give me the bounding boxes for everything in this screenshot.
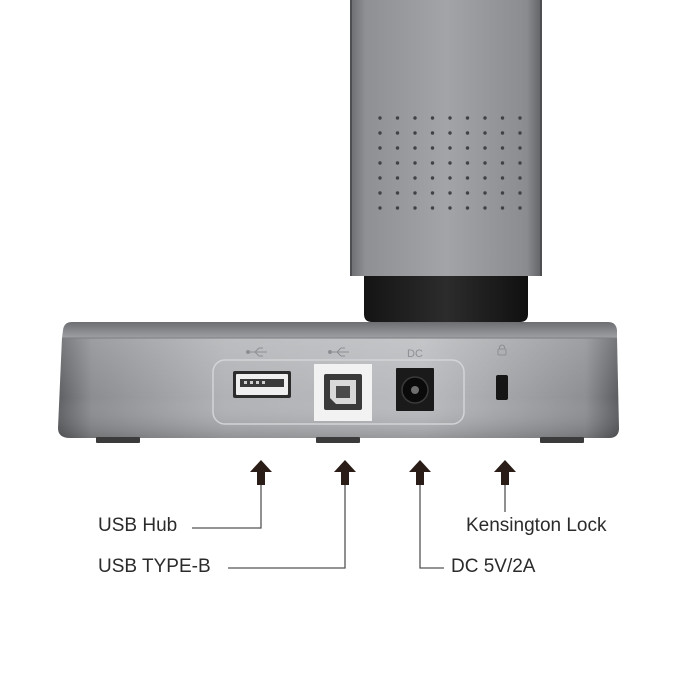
- dc-marking: DC: [407, 348, 423, 360]
- usb-trident-icon: [246, 347, 267, 357]
- grille-hole: [500, 206, 505, 210]
- grille-hole: [395, 176, 400, 180]
- grille-hole: [413, 206, 417, 210]
- grille-hole: [413, 146, 417, 150]
- grille-hole: [413, 131, 417, 135]
- grille-hole: [413, 176, 417, 180]
- grille-hole: [483, 161, 487, 165]
- leader-line-usb-hub: [192, 485, 262, 529]
- grille-hole: [430, 191, 435, 195]
- grille-hole: [395, 131, 400, 135]
- usb-trident-icon: [328, 347, 349, 357]
- grille-hole: [448, 161, 452, 165]
- grille-hole: [395, 146, 400, 150]
- grille-hole: [483, 116, 487, 120]
- kensington-lock-label: Kensington Lock: [466, 515, 607, 536]
- arrow-kensington: [494, 460, 516, 485]
- grille-hole: [518, 206, 522, 210]
- device-arm: [350, 0, 542, 276]
- grille-hole: [465, 161, 470, 165]
- grille-hole: [500, 191, 505, 195]
- grille-hole: [448, 131, 452, 135]
- grille-hole: [448, 146, 452, 150]
- grille-hole: [430, 131, 435, 135]
- dc-power-label: DC 5V/2A: [451, 556, 536, 577]
- grille-hole: [500, 161, 505, 165]
- grille-hole: [465, 191, 470, 195]
- grille-hole: [483, 131, 487, 135]
- grille-hole: [430, 116, 435, 120]
- grille-hole: [483, 146, 487, 150]
- usb-type-b-label: USB TYPE-B: [98, 556, 211, 577]
- grille-hole: [500, 176, 505, 180]
- foot: [540, 437, 584, 443]
- grille-hole: [378, 146, 382, 150]
- foot: [96, 437, 140, 443]
- grille-hole: [518, 191, 522, 195]
- grille-hole: [395, 116, 400, 120]
- grille-hole: [465, 206, 470, 210]
- usb-type-b-port: [314, 364, 372, 421]
- grille-hole: [378, 191, 382, 195]
- leader-lines: [192, 485, 506, 569]
- grille-hole: [483, 176, 487, 180]
- device-base: DC: [58, 322, 619, 443]
- grille-hole: [395, 191, 400, 195]
- dc-power-port: [396, 368, 434, 411]
- usb-hub-port: [233, 371, 291, 398]
- arrow-usb-hub: [250, 460, 272, 485]
- grille-hole: [448, 116, 452, 120]
- lock-icon: [497, 344, 507, 356]
- grille-hole: [378, 161, 382, 165]
- speaker-grille: [378, 116, 522, 210]
- grille-hole: [378, 176, 382, 180]
- grille-hole: [500, 131, 505, 135]
- grille-hole: [395, 161, 400, 165]
- grille-hole: [413, 191, 417, 195]
- grille-hole: [483, 191, 487, 195]
- arrow-usb-type-b: [334, 460, 356, 485]
- grille-hole: [378, 131, 382, 135]
- grille-hole: [378, 206, 382, 210]
- leader-line-dc: [419, 485, 444, 569]
- grille-hole: [395, 206, 400, 210]
- grille-hole: [518, 176, 522, 180]
- grille-hole: [518, 161, 522, 165]
- leader-line-usb-type-b: [228, 485, 346, 569]
- grille-hole: [413, 161, 417, 165]
- grille-hole: [448, 206, 452, 210]
- arrow-dc: [409, 460, 431, 485]
- usb-hub-label: USB Hub: [98, 515, 178, 536]
- grille-hole: [413, 116, 417, 120]
- grille-hole: [465, 131, 470, 135]
- grille-hole: [465, 146, 470, 150]
- grille-hole: [465, 176, 470, 180]
- grille-hole: [430, 146, 435, 150]
- grille-hole: [465, 116, 470, 120]
- grille-hole: [518, 146, 522, 150]
- grille-hole: [448, 191, 452, 195]
- grille-hole: [500, 116, 505, 120]
- grille-hole: [430, 176, 435, 180]
- grille-hole: [378, 116, 382, 120]
- grille-hole: [500, 146, 505, 150]
- device-neck: [364, 276, 528, 322]
- grille-hole: [483, 206, 487, 210]
- grille-hole: [430, 161, 435, 165]
- grille-hole: [448, 176, 452, 180]
- kensington-lock-slot: [496, 375, 508, 400]
- port-arrows: [250, 460, 516, 485]
- grille-hole: [518, 116, 522, 120]
- grille-hole: [518, 131, 522, 135]
- grille-hole: [430, 206, 435, 210]
- foot: [316, 437, 360, 443]
